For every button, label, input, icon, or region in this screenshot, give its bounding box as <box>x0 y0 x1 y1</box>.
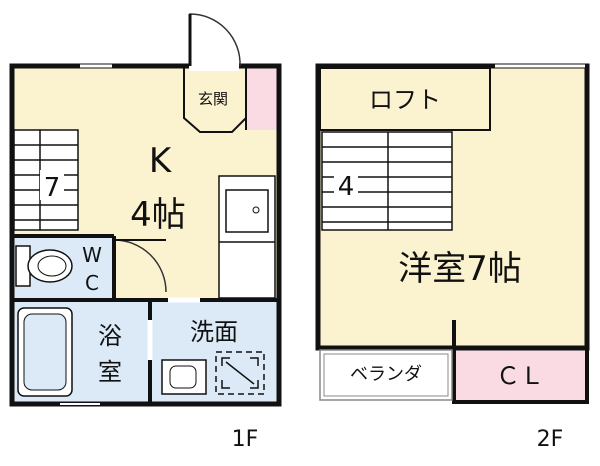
kitchen-letter: K <box>149 141 173 181</box>
loft-box <box>319 67 491 131</box>
wc-label-w: W <box>82 243 102 267</box>
bathtub-inner <box>23 313 67 391</box>
floor1-label: 1F <box>232 427 259 452</box>
kitchen-size: 4帖 <box>130 195 186 235</box>
washbasin-bowl <box>169 365 197 389</box>
genkan-label: 玄関 <box>198 90 228 108</box>
bath-label-2: 室 <box>98 358 122 386</box>
stair-mark-1f: 7 <box>44 173 61 203</box>
loft-label: ロフト <box>369 86 441 114</box>
washer-space <box>215 351 265 395</box>
toilet-bowl <box>27 249 73 283</box>
washroom-label: 洗面 <box>190 318 238 346</box>
toilet-seat <box>37 255 67 277</box>
entry-gap <box>189 61 239 71</box>
closet-2f-outline <box>452 346 589 404</box>
stair-label-bg-1f <box>40 170 64 200</box>
veranda-floor <box>320 348 452 400</box>
veranda-label: ベランダ <box>350 364 422 385</box>
floor2-label: 2F <box>537 427 564 452</box>
kitchen-sink <box>225 189 269 233</box>
bath-label-1: 浴 <box>98 322 122 350</box>
floor-2: 4 ロフト 洋室7帖 ベランダ ＣＬ 2F <box>315 63 590 452</box>
floor-1: 7 <box>9 13 282 452</box>
stair-label-bg-2f <box>334 168 358 200</box>
closet-2f <box>454 348 585 400</box>
sink-drain <box>252 206 260 214</box>
closet-1f <box>245 68 277 130</box>
wc-label-c: C <box>85 271 99 295</box>
entry-door-swing <box>189 13 241 67</box>
genkan-floor <box>184 68 244 130</box>
veranda-railing <box>323 353 449 397</box>
closet-2f-label: ＣＬ <box>496 362 544 390</box>
stair-mark-2f: 4 <box>338 172 355 202</box>
western-room-label: 洋室7帖 <box>398 249 522 289</box>
veranda-outline <box>319 349 453 401</box>
